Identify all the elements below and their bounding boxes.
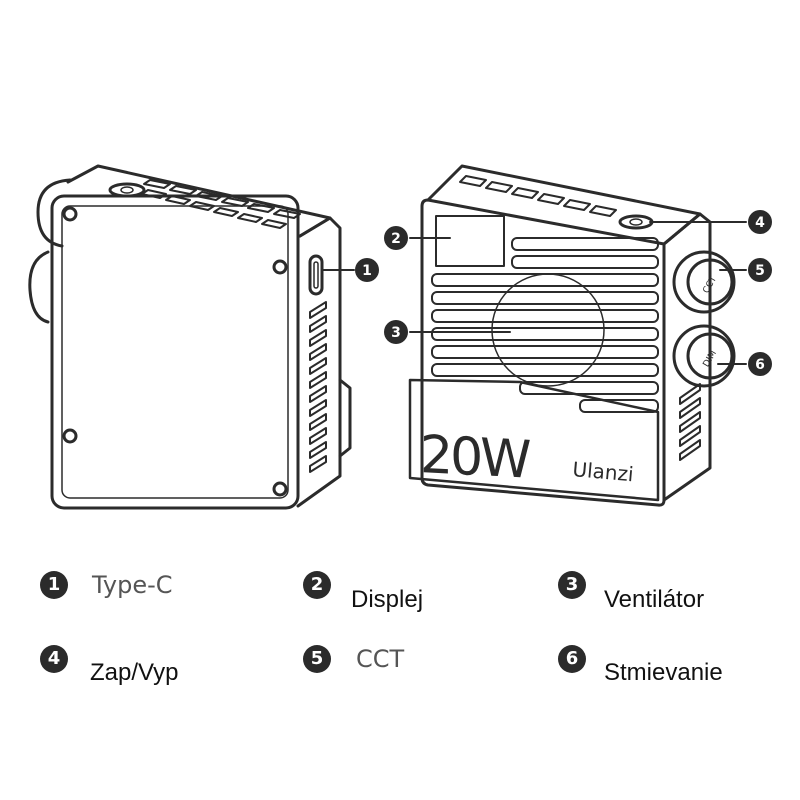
front-outline [420,198,666,507]
callout-number-1: 1 [362,263,372,279]
callout-badge-2: 2 [384,226,408,250]
callout-badge-4: 4 [748,210,772,234]
legend-number-5: 5 [303,645,331,673]
legend-label-fan: Ventilátor [604,586,705,613]
callout-badge-5: 5 [748,258,772,282]
type-c-port [308,254,324,296]
callout-number-3: 3 [391,325,401,341]
callout-badge-3: 3 [384,320,408,344]
legend-number-3: 3 [558,571,586,599]
cct-knob [672,250,736,314]
left-bulge-top [36,178,72,248]
callout-number-6: 6 [755,357,765,373]
dim-knob-label: DIM [702,349,719,369]
right-side-face [296,216,342,508]
legend-label-power: Zap/Vyp [90,659,179,686]
legend-label-dimming: Stmievanie [604,659,723,686]
callout-number-2: 2 [391,231,401,247]
light-back-view [28,164,355,510]
legend-label-type-c: Type-C [92,571,173,599]
label-panel [408,378,660,502]
callout-badge-1: 1 [355,258,379,282]
callout-badge-6: 6 [748,352,772,376]
cct-knob-label: CCT [701,274,719,295]
legend-number-6: 6 [558,645,586,673]
legend-label-cct: CCT [356,645,405,673]
legend-number-4: 4 [40,645,68,673]
dim-knob-inner [686,332,734,380]
callout-number-5: 5 [755,263,765,279]
top-face [66,164,332,238]
screw-top-right [272,259,288,275]
type-c-port-inner [313,261,319,289]
dim-knob [672,324,736,388]
legend-number-1: 1 [40,571,68,599]
screw-bottom-left [62,428,78,444]
fan [491,273,605,387]
light-front-view [408,164,747,507]
top-switch-knob [120,186,134,194]
power-switch-knob [629,218,643,226]
back-panel-inner [61,205,289,499]
cct-knob-inner [686,258,734,306]
screw-top-left [62,206,78,222]
wattage-label: 20W [420,425,530,491]
brand-label: Ulanzi [572,457,635,486]
screw-bottom-right [272,481,288,497]
callout-number-4: 4 [755,215,765,231]
back-panel [50,194,300,510]
left-bulge-bottom [28,250,50,324]
top-switch [108,182,146,198]
display [435,215,505,267]
bottom-tab [338,378,352,458]
legend-number-2: 2 [303,571,331,599]
power-switch [618,214,654,230]
legend-label-display: Displej [351,586,424,613]
